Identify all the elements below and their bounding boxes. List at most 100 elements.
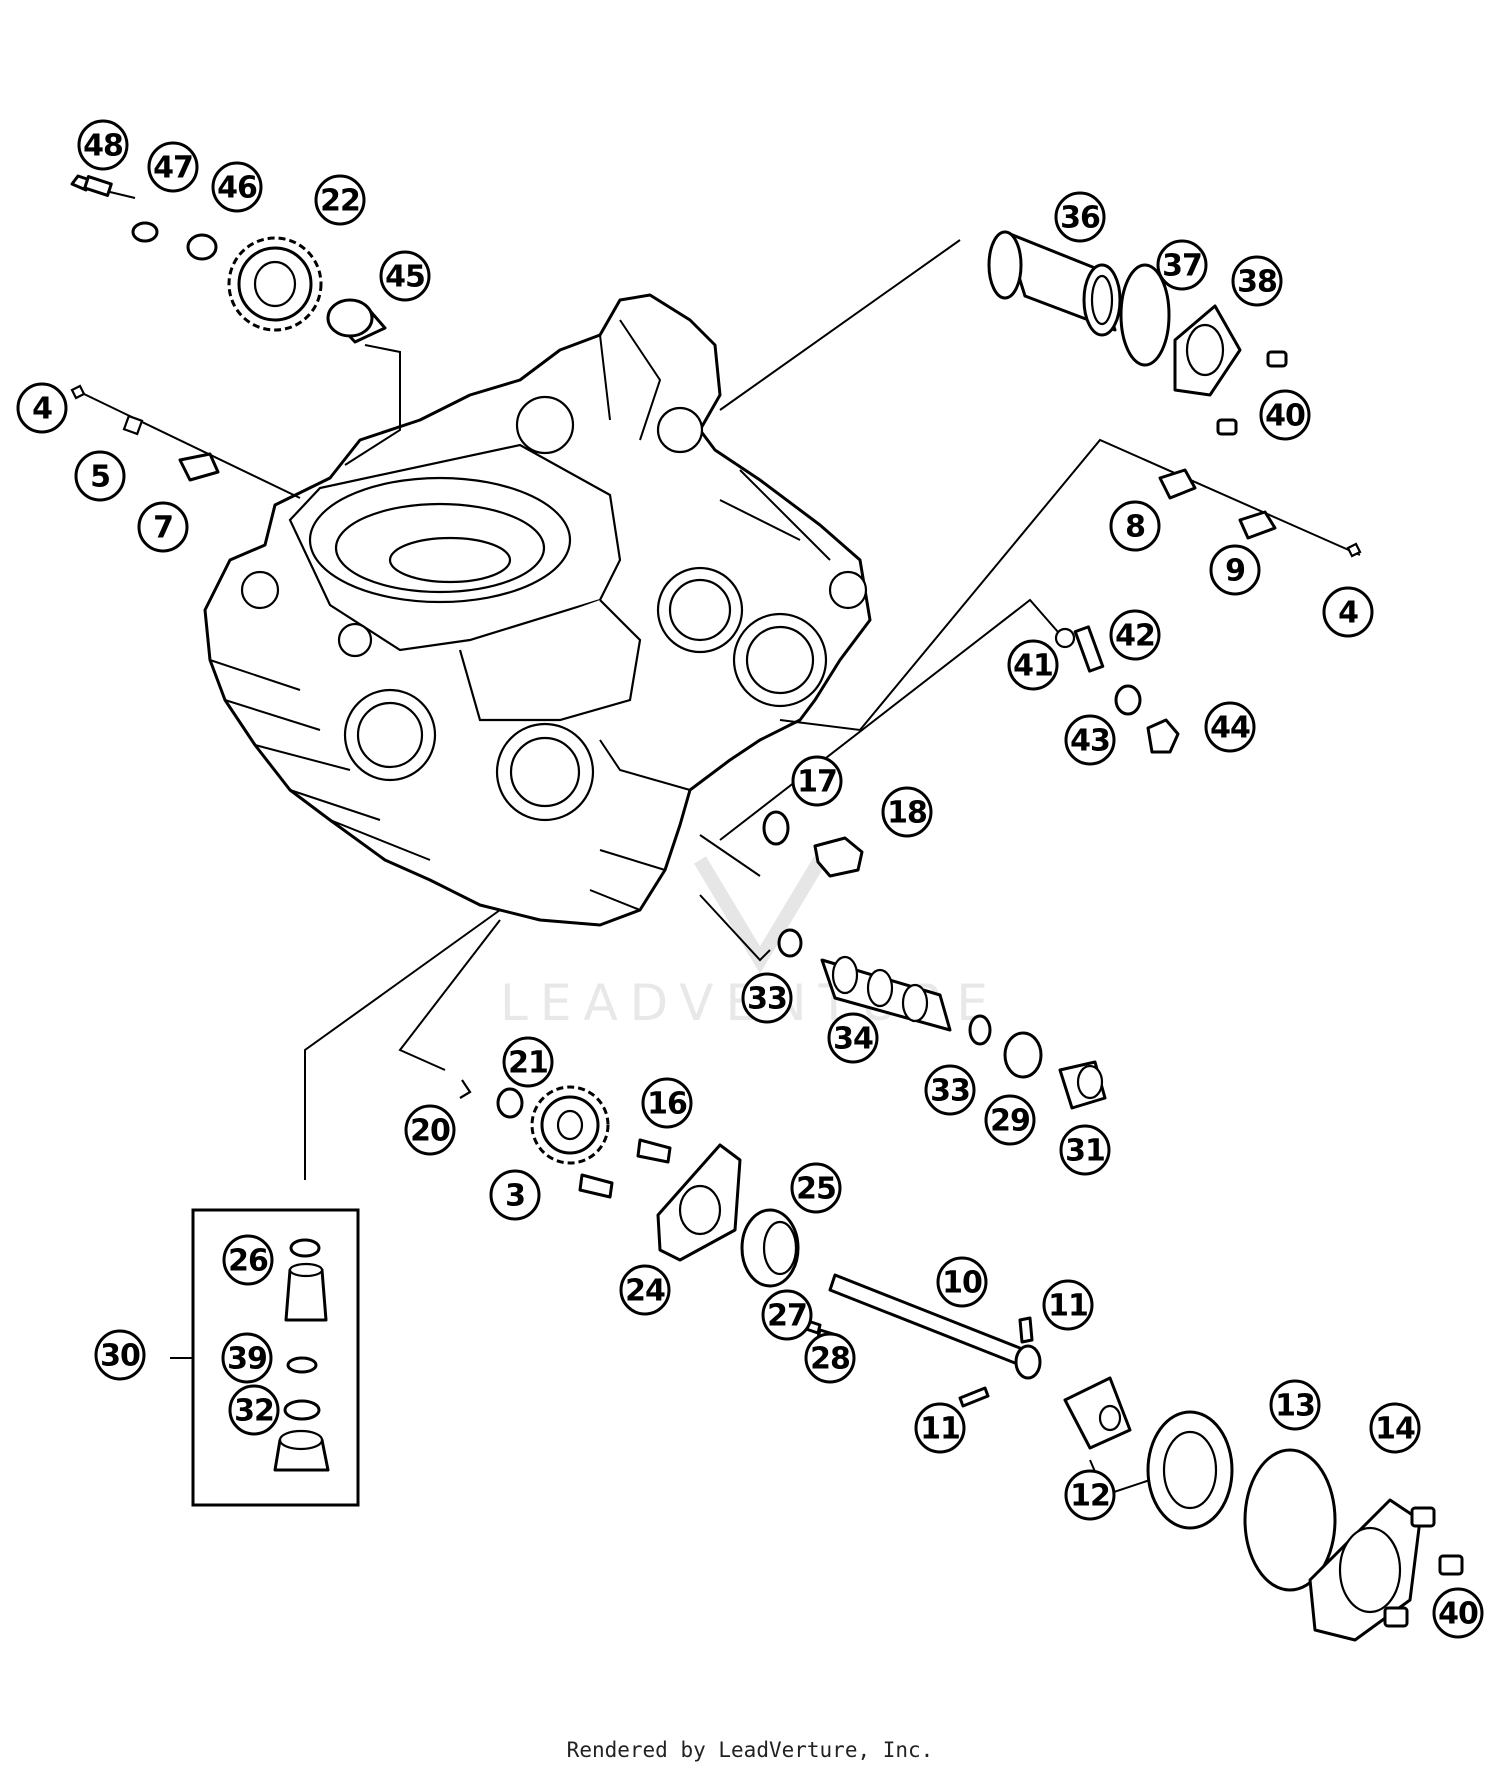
callout-circle	[641, 1077, 693, 1129]
callout-25: 25	[790, 1162, 842, 1214]
callout-circle	[804, 1332, 856, 1384]
callout-circle	[222, 1234, 274, 1286]
callout-circle	[489, 1169, 541, 1221]
callout-circle	[94, 1329, 146, 1381]
callout-label: 11	[920, 1412, 960, 1447]
callout-circle	[147, 141, 199, 193]
callout-31: 31	[1059, 1124, 1111, 1176]
callout-label: 27	[767, 1299, 807, 1334]
callout-circle	[761, 1289, 813, 1341]
callout-circle	[1269, 1379, 1321, 1431]
callout-17: 17	[791, 755, 843, 807]
callout-label: 17	[797, 765, 837, 800]
callout-12: 12	[1064, 1469, 1116, 1521]
callout-label: 31	[1065, 1134, 1105, 1169]
callout-circle	[1042, 1279, 1094, 1331]
callout-42: 42	[1109, 609, 1161, 661]
callout-label: 11	[1048, 1289, 1088, 1324]
callout-41: 41	[1007, 639, 1059, 691]
callout-label: 18	[887, 796, 927, 831]
sensor-group-right	[779, 438, 1362, 732]
callout-26: 26	[222, 1234, 274, 1286]
callout-label: 44	[1210, 711, 1250, 746]
callout-label: 12	[1070, 1479, 1110, 1514]
callout-label: 24	[625, 1274, 665, 1309]
callout-label: 41	[1013, 649, 1053, 684]
callout-circle	[881, 786, 933, 838]
kit-box	[170, 1208, 360, 1507]
callout-27: 27	[761, 1289, 813, 1341]
callout-11: 11	[914, 1402, 966, 1454]
callout-44: 44	[1204, 701, 1256, 753]
callout-circle	[137, 501, 189, 553]
callout-label: 34	[833, 1022, 873, 1057]
callout-circle	[1054, 191, 1106, 243]
callout-40: 40	[1432, 1587, 1484, 1639]
callout-label: 9	[1225, 554, 1245, 589]
callout-label: 40	[1265, 399, 1305, 434]
callout-label: 29	[990, 1104, 1030, 1139]
oil-filter-group	[719, 230, 1288, 436]
callout-48: 48	[77, 119, 129, 171]
callout-32: 32	[228, 1384, 280, 1436]
callout-circle	[827, 1012, 879, 1064]
callout-33: 33	[924, 1064, 976, 1116]
callout-label: 37	[1162, 249, 1202, 284]
callout-circle	[936, 1256, 988, 1308]
rendered-by-footer: Rendered by LeadVerture, Inc.	[566, 1738, 934, 1762]
callout-3: 3	[489, 1169, 541, 1221]
callout-circle	[74, 450, 126, 502]
callout-circle	[1156, 239, 1208, 291]
callout-28: 28	[804, 1332, 856, 1384]
callout-33: 33	[741, 972, 793, 1024]
callout-circle	[1007, 639, 1059, 691]
callout-circle	[1109, 609, 1161, 661]
callout-circle	[1231, 255, 1283, 307]
callout-39: 39	[221, 1332, 273, 1384]
callout-47: 47	[147, 141, 199, 193]
callout-label: 33	[747, 982, 787, 1017]
callout-circle	[404, 1104, 456, 1156]
callout-circle	[221, 1332, 273, 1384]
callout-13: 13	[1269, 1379, 1321, 1431]
callout-circle	[314, 174, 366, 226]
callout-30: 30	[94, 1329, 146, 1381]
callout-label: 33	[930, 1074, 970, 1109]
callout-circle	[1432, 1587, 1484, 1639]
callout-20: 20	[404, 1104, 456, 1156]
callout-label: 48	[83, 129, 123, 164]
callout-label: 42	[1115, 619, 1155, 654]
callout-label: 39	[227, 1342, 267, 1377]
callout-5: 5	[74, 450, 126, 502]
callout-40: 40	[1259, 389, 1311, 441]
rotor-cover-group	[1063, 1376, 1464, 1642]
callout-label: 38	[1237, 265, 1277, 300]
callout-22: 22	[314, 174, 366, 226]
callout-circle	[1259, 389, 1311, 441]
callout-label: 3	[505, 1179, 525, 1214]
callout-label: 45	[385, 260, 425, 295]
callout-label: 20	[410, 1114, 450, 1149]
callout-16: 16	[641, 1077, 693, 1129]
callout-circle	[1322, 586, 1374, 638]
callout-34: 34	[827, 1012, 879, 1064]
callout-8: 8	[1109, 500, 1161, 552]
callout-label: 43	[1070, 724, 1110, 759]
callout-4: 4	[1322, 586, 1374, 638]
callout-label: 32	[234, 1394, 274, 1429]
pressure-valve-group	[719, 598, 1180, 841]
callout-36: 36	[1054, 191, 1106, 243]
callout-label: 7	[153, 511, 173, 546]
callout-43: 43	[1064, 714, 1116, 766]
callout-label: 40	[1438, 1597, 1478, 1632]
callout-14: 14	[1369, 1402, 1421, 1454]
callout-label: 8	[1125, 510, 1145, 545]
callout-38: 38	[1231, 255, 1283, 307]
callout-circle	[791, 755, 843, 807]
pump-cover-group	[656, 1143, 800, 1288]
callout-circle	[1369, 1402, 1421, 1454]
callout-21: 21	[502, 1036, 554, 1088]
callout-4: 4	[16, 382, 68, 434]
